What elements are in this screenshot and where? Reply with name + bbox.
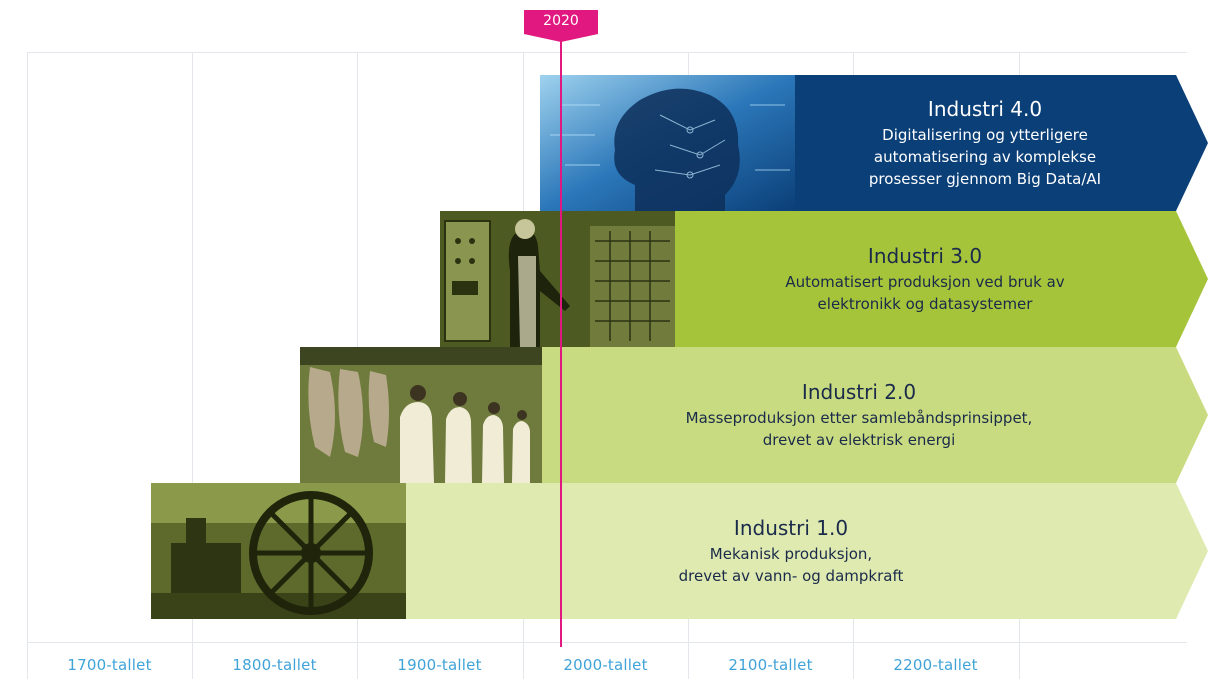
band-industri-1: Industri 1.0 Mekanisk produksjon, drevet… (151, 483, 1208, 619)
band-industri-3: Industri 3.0 Automatisert produksjon ved… (440, 211, 1208, 347)
marker-flag-icon (524, 10, 598, 42)
band-title: Industri 3.0 (867, 244, 983, 268)
band-title: Industri 2.0 (801, 380, 917, 404)
band-industri-2: Industri 2.0 Masseproduksjon etter samle… (300, 347, 1208, 483)
marker-label: 2020 (543, 13, 579, 29)
marker-line (560, 30, 562, 647)
grid-col-line (192, 52, 193, 679)
grid-bottom-line (27, 642, 1187, 643)
grid-col-line (27, 52, 28, 679)
band-industri-4: Industri 4.0 Digitalisering og ytterlige… (540, 75, 1208, 211)
assembly-line-icon (300, 347, 542, 483)
grid-top-line (27, 52, 1187, 53)
band-text: Industri 3.0 Automatisert produksjon ved… (675, 211, 1175, 347)
band-text: Industri 1.0 Mekanisk produksjon, drevet… (406, 483, 1176, 619)
band-description: Automatisert produksjon ved bruk av elek… (785, 273, 1065, 313)
era-label: 2200-tallet (893, 656, 978, 674)
band-text: Industri 2.0 Masseproduksjon etter samle… (542, 347, 1176, 483)
era-label: 1700-tallet (67, 656, 152, 674)
era-label: 1800-tallet (232, 656, 317, 674)
ai-head-icon (540, 75, 795, 211)
band-description: Masseproduksjon etter samlebåndsprinsipp… (685, 409, 1033, 449)
era-label: 2100-tallet (728, 656, 813, 674)
band-title: Industri 4.0 (927, 97, 1043, 121)
band-text: Industri 4.0 Digitalisering og ytterlige… (795, 75, 1175, 211)
era-label: 1900-tallet (397, 656, 482, 674)
era-label: 2000-tallet (563, 656, 648, 674)
band-description: Mekanisk produksjon, drevet av vann- og … (678, 545, 904, 585)
control-panel-icon (440, 211, 675, 347)
band-description: Digitalisering og ytterligere automatise… (868, 126, 1102, 188)
steam-engine-icon (151, 483, 406, 619)
band-title: Industri 1.0 (733, 516, 849, 540)
